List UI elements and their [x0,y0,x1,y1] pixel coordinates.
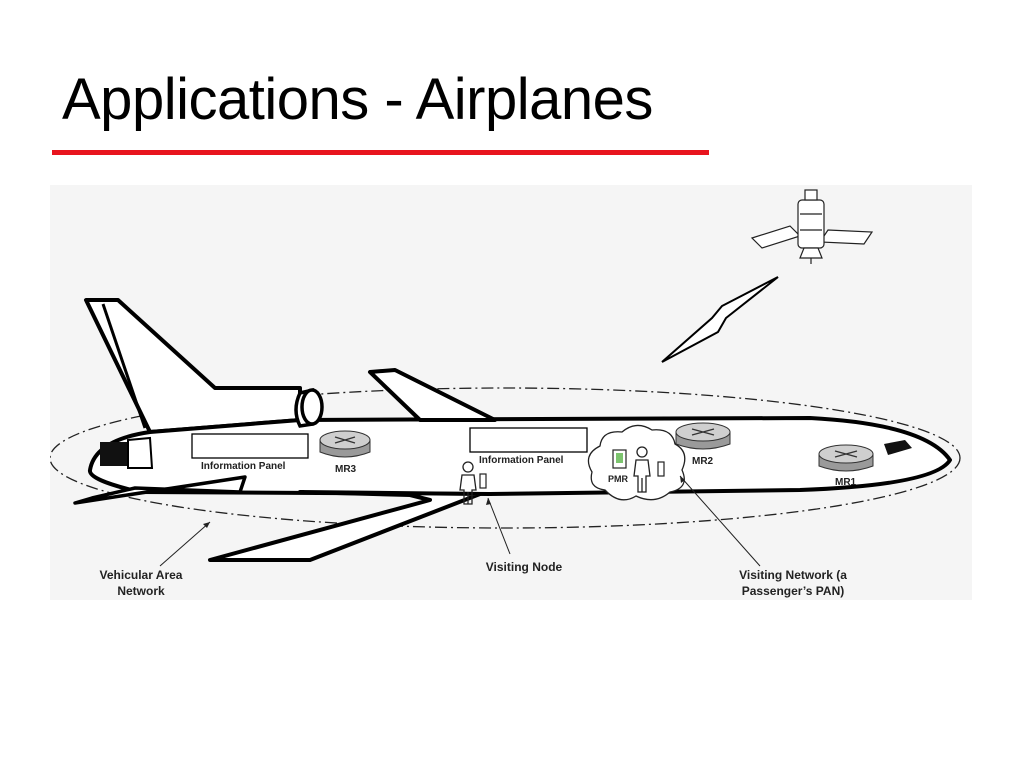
vehicular-area-network-boundary [50,387,961,529]
visiting-network-label-line2: Passenger’s PAN) [742,584,845,598]
information-panel-front [469,427,588,453]
visiting-node-label: Visiting Node [486,560,563,574]
router-mr2-icon [675,422,731,450]
tail-exhaust [100,442,128,466]
router-mr2-label: MR2 [692,456,714,467]
information-panel-front-label: Information Panel [479,455,564,466]
satellite-icon [750,189,874,264]
cockpit-window [884,440,912,455]
passenger-pan-cloud-icon [587,424,686,501]
information-panel-rear-label: Information Panel [201,461,286,472]
slide-title: Applications - Airplanes [62,67,653,132]
tail-fin-line [101,303,147,429]
wireless-link-lightning-icon [661,276,779,363]
visiting-network-label-line1: Visiting Network (a [739,568,847,582]
airplane-network-diagram: Information Panel Information Panel MR3 … [50,189,961,598]
visiting-node-radio-icon [479,473,487,489]
tail-fin [84,298,302,434]
pmr-label: PMR [608,474,629,484]
router-mr1-label: MR1 [835,477,857,488]
leader-line-visiting-node [487,497,511,555]
vehicular-area-network-label-line2: Network [117,584,165,598]
router-mr1-icon [818,444,874,472]
title-underline [52,150,709,155]
upper-wing [368,368,497,422]
leader-line-visiting-network [679,475,761,567]
vehicular-area-network-label-line1: Vehicular Area [100,568,183,582]
router-mr3-label: MR3 [335,464,357,475]
leader-line-van [159,521,211,567]
horizontal-stabilizer [73,475,247,505]
main-wing [208,490,482,562]
visiting-node-person-icon [459,461,477,505]
router-mr3-icon [319,430,371,458]
passenger-radio-icon [657,461,665,477]
information-panel-rear [191,433,309,459]
passenger-person-icon [633,446,651,493]
